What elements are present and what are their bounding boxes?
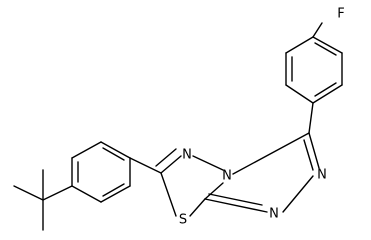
bond-triazole-to-fluorophenyl bbox=[308, 102, 314, 134]
tert-butyl-group bbox=[13, 169, 73, 231]
bridgehead-nitrogen-label: N bbox=[222, 169, 232, 184]
molecule-structure: F S N N N N bbox=[13, 7, 345, 231]
bond-phenyl-to-thiadiazole bbox=[129, 157, 162, 174]
triazole-ring bbox=[204, 132, 320, 213]
triazole-nitrogen-bottom-label: N bbox=[269, 207, 279, 222]
bond-carbon-to-fluorine bbox=[312, 22, 323, 38]
thiadiazole-nitrogen-label: N bbox=[182, 148, 192, 163]
left-phenyl-ring bbox=[71, 141, 131, 203]
triazole-nitrogen-right-label: N bbox=[317, 168, 327, 183]
fluorine-atom-label: F bbox=[337, 7, 344, 22]
sulfur-atom-label: S bbox=[179, 213, 187, 228]
fluorophenyl-ring bbox=[285, 36, 343, 104]
thiadiazole-ring bbox=[155, 148, 224, 217]
